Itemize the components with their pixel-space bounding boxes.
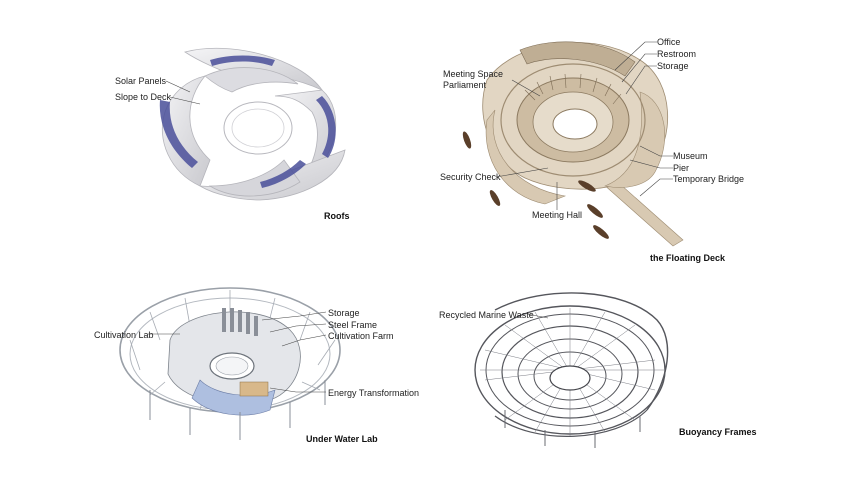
roofs-title: Roofs	[324, 211, 350, 221]
deck-wing	[485, 109, 567, 205]
label-pier: Pier	[673, 163, 690, 173]
floating-deck-title: the Floating Deck	[650, 253, 726, 263]
label-museum: Museum	[673, 151, 708, 161]
label-recycled-marine-waste: Recycled Marine Waste	[439, 310, 534, 320]
label-parliament: Parliament	[443, 80, 487, 90]
label-cultivation-lab: Cultivation Lab	[94, 330, 154, 340]
deck-ring	[500, 63, 646, 177]
energy-transformation-room	[191, 379, 276, 416]
label-security-check: Security Check	[440, 172, 501, 182]
label-storage: Storage	[657, 61, 689, 71]
label-meeting-hall: Meeting Hall	[532, 210, 583, 220]
storage-shelves	[222, 308, 258, 336]
frame-center-opening	[549, 365, 591, 391]
label-cultivation-farm: Cultivation Farm	[328, 331, 394, 341]
solar-panel-strips	[159, 55, 336, 188]
buoyancy-frames-panel: Recycled Marine Waste Buoyancy Frames	[425, 270, 850, 478]
underwater-lab-panel: Storage Steel Frame Cultivation Farm Cul…	[0, 270, 425, 478]
roofs-panel: Solar Panels Slope to Deck Roofs	[0, 0, 425, 239]
label-office: Office	[657, 37, 681, 47]
label-temporary-bridge: Temporary Bridge	[673, 174, 745, 184]
label-storage: Storage	[328, 308, 360, 318]
label-meeting-space: Meeting Space	[443, 69, 504, 79]
buoyancy-frames-title: Buoyancy Frames	[679, 427, 757, 437]
support-legs	[149, 380, 326, 440]
deck-center-opening	[552, 108, 598, 140]
label-solar-panels: Solar Panels	[115, 76, 167, 86]
label-slope-to-deck: Slope to Deck	[115, 92, 172, 102]
lab-equipment	[239, 381, 269, 397]
floating-deck-drawing	[462, 41, 684, 247]
boats	[462, 131, 609, 239]
label-restroom: Restroom	[657, 49, 697, 59]
underwater-lab-drawing	[119, 287, 341, 440]
buoyancy-frames-drawing	[474, 292, 669, 448]
label-energy-transformation: Energy Transformation	[328, 388, 420, 398]
label-steel-frame: Steel Frame	[328, 320, 378, 330]
roofs-drawing	[159, 47, 346, 201]
floating-deck-panel: Office Restroom Storage Meeting Space Pa…	[425, 0, 850, 270]
roof-blade	[204, 67, 299, 93]
roof-blade	[208, 159, 301, 197]
frame-legs	[504, 410, 641, 448]
underwater-lab-title: Under Water Lab	[306, 434, 378, 444]
